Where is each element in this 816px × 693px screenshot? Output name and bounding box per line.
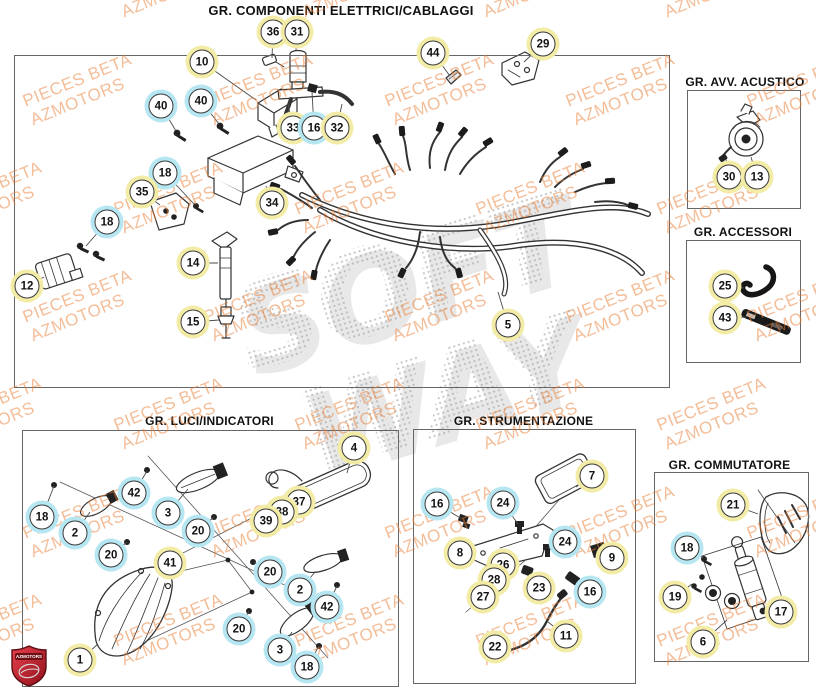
- callout-luci-18: 18: [29, 504, 55, 530]
- callout-luci-41: 41: [157, 550, 183, 576]
- callout-luci-20: 20: [226, 616, 252, 642]
- callout-strumentazione-23: 23: [526, 575, 552, 601]
- callout-main-15: 15: [180, 309, 206, 335]
- callout-commutatore-18: 18: [674, 535, 700, 561]
- callout-commutatore-21: 21: [720, 492, 746, 518]
- callout-luci-2: 2: [287, 577, 313, 603]
- bracket-29-art: [501, 51, 540, 86]
- callout-luci-2: 2: [62, 520, 88, 546]
- callout-main-10: 10: [189, 49, 215, 75]
- callout-strumentazione-22: 22: [482, 634, 508, 660]
- callout-commutatore-17: 17: [768, 599, 794, 625]
- callout-main-44: 44: [420, 40, 446, 66]
- callout-main-16: 16: [301, 115, 327, 141]
- clip-44-art: [445, 69, 462, 85]
- callout-main-35: 35: [129, 179, 155, 205]
- callout-strumentazione-11: 11: [553, 623, 579, 649]
- callout-main-32: 32: [324, 115, 350, 141]
- callout-luci-42: 42: [314, 594, 340, 620]
- callout-strumentazione-16: 16: [424, 491, 450, 517]
- callout-luci-39: 39: [253, 508, 279, 534]
- callout-strumentazione-7: 7: [579, 463, 605, 489]
- callout-luci-20: 20: [185, 518, 211, 544]
- callout-main-18: 18: [94, 209, 120, 235]
- callout-luci-20: 20: [257, 559, 283, 585]
- ecu-34-art: [207, 135, 304, 206]
- panel-accessori-title: GR. ACCESSORI: [693, 225, 793, 239]
- ignition-coil-14-art: [211, 231, 238, 308]
- callout-luci-1: 1: [67, 647, 93, 673]
- callout-main-12: 12: [14, 273, 40, 299]
- cover-21-art: [757, 489, 810, 555]
- panel-avv-acustico-title: GR. AVV. ACUSTICO: [685, 75, 805, 89]
- callout-main-18: 18: [152, 160, 178, 186]
- callout-main-36: 36: [260, 19, 286, 45]
- key-switch-6-art: [691, 536, 787, 630]
- callout-avv_acustico-30: 30: [716, 164, 742, 190]
- panel-componenti-title: GR. COMPONENTI ELETTRICI/CABLAGGI: [208, 3, 474, 18]
- callout-luci-4: 4: [341, 435, 367, 461]
- screws-40-art: [173, 122, 230, 142]
- callout-strumentazione-9: 9: [599, 545, 625, 571]
- callout-strumentazione-24: 24: [490, 490, 516, 516]
- logo-text: AZMOTORS: [16, 654, 42, 659]
- cable-11-art: [508, 589, 568, 652]
- callout-main-14: 14: [180, 250, 206, 276]
- callout-strumentazione-16: 16: [577, 579, 603, 605]
- callout-strumentazione-27: 27: [470, 584, 496, 610]
- callout-accessori-43: 43: [712, 305, 738, 331]
- callout-luci-20: 20: [98, 542, 124, 568]
- callout-accessori-25: 25: [712, 273, 738, 299]
- panel-strumentazione-title: GR. STRUMENTAZIONE: [453, 414, 594, 428]
- callout-luci-3: 3: [267, 637, 293, 663]
- horn-13-art: [718, 103, 764, 163]
- azmotors-logo: AZMOTORS: [11, 645, 47, 687]
- spark-plug-15-art: [217, 306, 235, 339]
- hook-25-art: [739, 264, 777, 298]
- callout-avv_acustico-13: 13: [744, 164, 770, 190]
- indicator-3-front-art: [175, 462, 229, 494]
- callout-commutatore-6: 6: [690, 629, 716, 655]
- wiring-harness-5-art: [267, 121, 651, 297]
- indicator-2-front-art: [79, 489, 119, 517]
- callout-main-5: 5: [495, 312, 521, 338]
- indicator-2-rear-art: [303, 548, 350, 574]
- callout-strumentazione-24: 24: [552, 529, 578, 555]
- bracket-35-art: [149, 192, 204, 231]
- regulator-12-art: [34, 253, 84, 290]
- callout-luci-3: 3: [155, 500, 181, 526]
- callout-commutatore-19: 19: [662, 584, 688, 610]
- callout-main-40: 40: [188, 88, 214, 114]
- callout-luci-18: 18: [294, 654, 320, 680]
- callout-main-31: 31: [284, 19, 310, 45]
- headlight-1-art: [94, 566, 173, 657]
- screws-18-art: [76, 242, 106, 262]
- panel-commutatore-title: GR. COMMUTATORE: [668, 458, 791, 472]
- strap-43-art: [741, 309, 791, 335]
- callout-luci-42: 42: [121, 480, 147, 506]
- panel-luci-title: GR. LUCI/INDICATORI: [145, 414, 274, 428]
- callout-main-40: 40: [148, 93, 174, 119]
- callout-main-29: 29: [530, 31, 556, 57]
- callout-main-34: 34: [259, 190, 285, 216]
- callout-strumentazione-8: 8: [447, 540, 473, 566]
